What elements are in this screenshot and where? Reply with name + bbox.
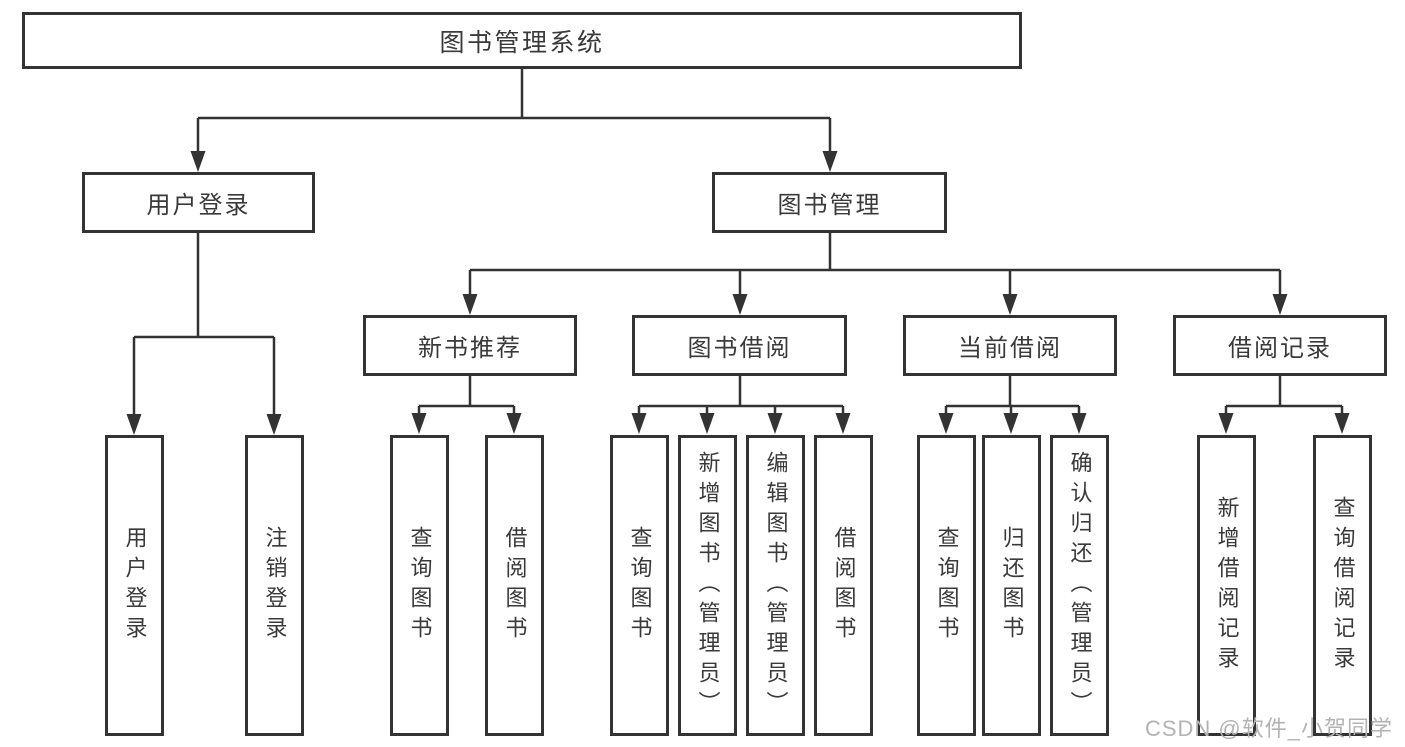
leaf-label: 查询图书: [407, 525, 433, 646]
leaf-label: 确认归还（管理员）: [1067, 450, 1093, 721]
leaf-label: 归还图书: [999, 525, 1025, 646]
leaf-query-books-2: 查询图书: [610, 435, 669, 736]
leaf-label: 借阅图书: [502, 525, 528, 646]
leaf-user-login: 用户登录: [105, 435, 164, 736]
node-book-borrowing: 图书借阅: [632, 315, 847, 376]
leaf-logout: 注销登录: [245, 435, 304, 736]
leaf-label: 查询借阅记录: [1330, 495, 1356, 676]
node-label: 借阅记录: [1228, 335, 1332, 362]
node-new-book-recommend: 新书推荐: [363, 315, 577, 376]
leaf-add-borrow-record: 新增借阅记录: [1197, 435, 1256, 736]
csdn-watermark: CSDN @软件_小贺同学: [1144, 716, 1393, 741]
leaf-query-books-3: 查询图书: [917, 435, 976, 736]
node-current-borrowing: 当前借阅: [903, 315, 1117, 376]
leaf-label: 查询图书: [934, 525, 960, 646]
node-label: 当前借阅: [958, 335, 1062, 362]
leaf-return-books: 归还图书: [982, 435, 1041, 736]
node-label: 新书推荐: [418, 335, 522, 362]
node-library-management-system: 图书管理系统: [22, 12, 1022, 69]
leaf-borrow-books-2: 借阅图书: [814, 435, 873, 736]
leaf-label: 新增图书（管理员）: [695, 450, 721, 721]
leaf-label: 编辑图书（管理员）: [763, 450, 789, 721]
node-label: 图书管理系统: [439, 28, 605, 57]
node-book-management: 图书管理: [712, 172, 947, 233]
leaf-query-books-1: 查询图书: [390, 435, 449, 736]
leaf-borrow-books-1: 借阅图书: [485, 435, 544, 736]
leaf-label: 借阅图书: [831, 525, 857, 646]
leaf-label: 注销登录: [262, 525, 288, 646]
node-borrowing-records: 借阅记录: [1173, 315, 1387, 376]
leaf-edit-books-admin: 编辑图书（管理员）: [746, 435, 805, 736]
leaf-confirm-return-admin: 确认归还（管理员）: [1050, 435, 1109, 736]
node-label: 图书借阅: [687, 335, 792, 362]
leaf-label: 查询图书: [627, 525, 653, 646]
node-user-login: 用户登录: [82, 172, 315, 233]
leaf-label: 新增借阅记录: [1214, 495, 1240, 676]
node-label: 图书管理: [777, 192, 882, 219]
leaf-add-books-admin: 新增图书（管理员）: [678, 435, 737, 736]
leaf-label: 用户登录: [122, 525, 148, 646]
node-label: 用户登录: [146, 192, 251, 219]
leaf-query-borrow-record: 查询借阅记录: [1313, 435, 1372, 736]
